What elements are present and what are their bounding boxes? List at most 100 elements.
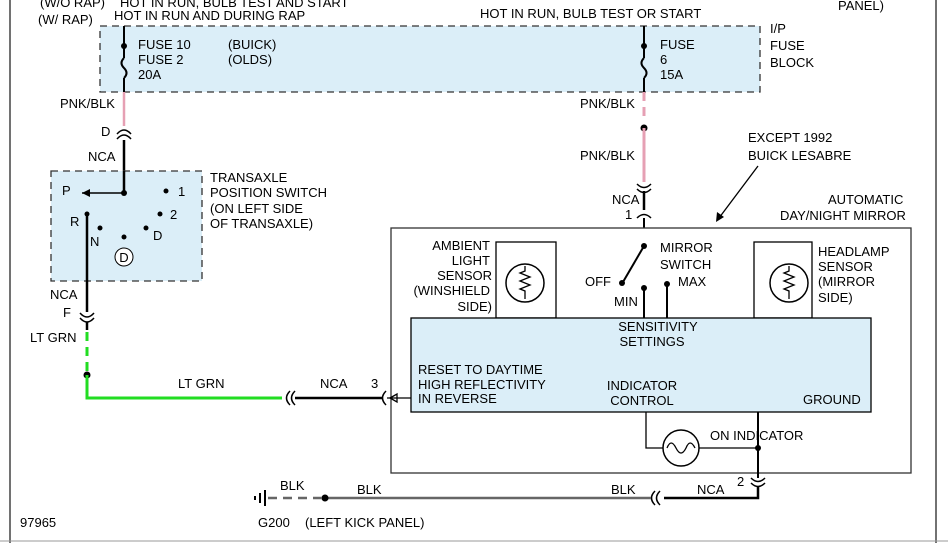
diagram-id: 97965 [20,515,56,530]
ambient-label-3: SENSOR [437,268,492,283]
automatic-mirror: AUTOMATIC DAY/NIGHT MIRROR MIRROR SWITCH… [387,192,912,474]
transaxle-label-2: POSITION SWITCH [210,185,327,200]
mirror-switch-max: MAX [678,274,707,289]
wire-lt-grn [85,375,282,400]
except-label-1: EXCEPT 1992 [748,130,832,145]
transaxle-label-4: OF TRANSAXLE) [210,216,313,231]
headlamp-label-2: SENSOR [818,259,873,274]
wire-label-lt-grn: LT GRN [178,376,224,391]
indicator-control-label-2: CONTROL [610,393,674,408]
fuse-block-label-fuse: FUSE [770,38,805,53]
transaxle-p-arrow [82,189,90,197]
nca-label-1: NCA [612,192,640,207]
wire-label-blk-left: BLK [280,478,305,493]
ground-symbol [254,490,266,506]
wire-label-pnk-blk-left: PNK/BLK [60,96,115,111]
mirror-switch-off: OFF [585,274,611,289]
mirror-switch-label-2: SWITCH [660,257,711,272]
wire-label-blk-center: BLK [357,482,382,497]
connector-2 [750,477,766,488]
on-indicator-label: ON INDICATOR [710,428,803,443]
nca-label-d: NCA [88,149,116,164]
connector-d [116,129,132,140]
transaxle-pos-d-circled: D [119,250,128,265]
on-indicator-lamp [662,429,700,467]
wire-label-blk-right: BLK [611,482,636,497]
fuse-left-line1: FUSE 10 [138,37,191,52]
fuse-right-symbol [640,57,648,79]
fuse-left-olds: (OLDS) [228,52,272,67]
wire-label-lt-grn-left: LT GRN [30,330,76,345]
headlamp-label-1: HEADLAMP [818,244,890,259]
except-arrow-head [716,212,724,222]
connector-1 [636,213,652,219]
reset-label-1: RESET TO DAYTIME [418,362,543,377]
mirror-label-1: AUTOMATIC [828,192,903,207]
wire-label-pnk-blk-right-2: PNK/BLK [580,148,635,163]
connector-f-label: F [63,305,71,320]
transaxle-pos-r: R [70,214,79,229]
indicator-control-label-1: INDICATOR [607,378,677,393]
sensitivity-label-1: SENSITIVITY [618,319,698,334]
fuse-block-label-block: BLOCK [770,55,814,70]
hot-bulb-label: HOT IN RUN, BULB TEST OR START [480,6,701,21]
connector-3-label: 3 [371,376,378,391]
nca-label-f: NCA [50,287,78,302]
fuse-block-box [99,25,761,93]
headlamp-label-3: (MIRROR [818,274,875,289]
nca-label-2: NCA [697,482,725,497]
transaxle-pos-2: 2 [170,207,177,222]
ambient-label-1: AMBIENT [432,238,490,253]
transaxle-position-switch: P 1 2 R N D D [50,170,203,282]
except-label-2: BUICK LESABRE [748,148,852,163]
ground-g200: G200 [258,515,290,530]
fuse-left-buick: (BUICK) [228,37,276,52]
transaxle-label-1: TRANSAXLE [210,170,288,185]
fuse-left-rating: 20A [138,67,161,82]
ambient-label-4: (WINSHIELD [413,283,490,298]
headlamp-label-4: SIDE) [818,290,853,305]
transaxle-d-circle [114,247,134,267]
top-clip-wo-rap: (W/O RAP) [40,0,105,10]
transaxle-pos-p: P [62,183,71,198]
connector-1-label: 1 [625,207,632,222]
reset-label-2: HIGH REFLECTIVITY [418,377,546,392]
fuse-block-label-ip: I/P [770,21,786,36]
fuse-block: FUSE 10 FUSE 2 20A (BUICK) (OLDS) FUSE 6… [99,21,814,93]
sensitivity-label-2: SETTINGS [619,334,684,349]
reset-input-arrow [388,392,398,404]
fuse-right-line1: FUSE [660,37,695,52]
connector-f [79,312,95,323]
transaxle-label-3: (ON LEFT SIDE [210,201,303,216]
connector-3 [381,390,387,406]
transaxle-pos-d: D [153,228,162,243]
fuse-left-line2: FUSE 2 [138,52,184,67]
transaxle-pos-1: 1 [178,184,185,199]
ambient-label-5: SIDE) [457,299,492,314]
connector-3-left [285,390,296,406]
wire-blk-nca [664,487,760,500]
hot-rap-label: HOT IN RUN AND DURING RAP [114,8,305,23]
mirror-switch-min: MIN [614,294,638,309]
mirror-label-2: DAY/NIGHT MIRROR [780,208,906,223]
ambient-label-2: LIGHT [452,253,490,268]
ground-label: GROUND [803,392,861,407]
connector-d-label: D [101,124,110,139]
top-clip-panel: PANEL) [838,0,884,13]
top-clip-hot-start: HOT IN RUN, BULB TEST AND START [120,0,349,10]
mirror-switch-label-1: MIRROR [660,240,713,255]
transaxle-pos-n: N [90,234,99,249]
mirror-switch-blade [622,245,645,283]
sensitivity-block [410,317,872,413]
nca-label-3: NCA [320,376,348,391]
except-arrow-line [718,165,759,219]
wire-label-pnk-blk-right-1: PNK/BLK [580,96,635,111]
connector-2-label: 2 [737,474,744,489]
connector-ground [650,490,661,506]
top-clip-w-rap: (W/ RAP) [38,12,93,27]
fuse-right-rating: 15A [660,67,683,82]
reset-label-3: IN REVERSE [418,391,497,406]
fuse-left-symbol [120,57,128,79]
fuse-right-line2: 6 [660,52,667,67]
